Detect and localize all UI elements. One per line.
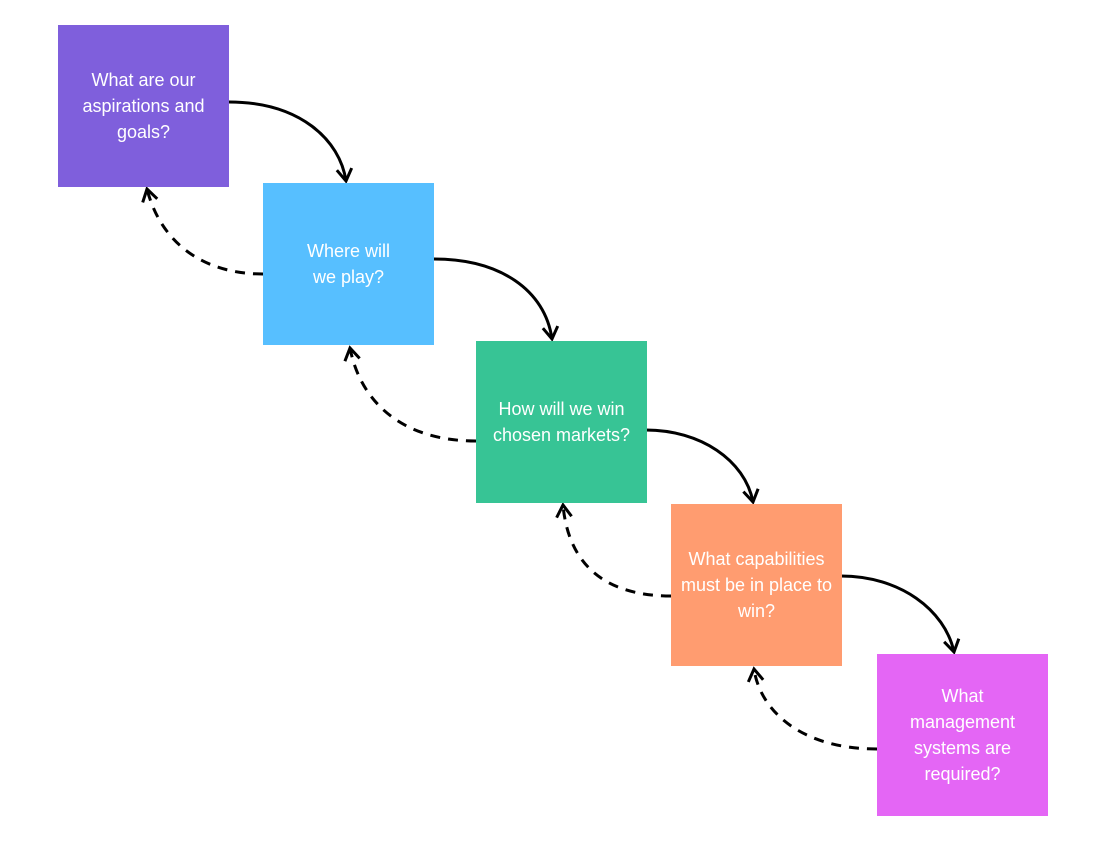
step-box-aspirations: What are our aspirations and goals?	[58, 25, 229, 187]
forward-arrow-3	[645, 428, 760, 505]
step-label: What management systems are required?	[909, 686, 1016, 784]
step-box-how-to-win: How will we win chosen markets?	[476, 341, 647, 503]
forward-arrow-4	[840, 574, 961, 655]
step-label: What are our aspirations and goals?	[82, 70, 205, 142]
forward-arrow-2	[433, 257, 560, 342]
forward-arrow-1	[228, 100, 354, 184]
step-box-management-systems: What management systems are required?	[877, 654, 1048, 816]
step-label: Where will we play?	[306, 241, 390, 287]
feedback-arrow-2	[343, 345, 477, 443]
step-label: What capabilities must be in place to wi…	[680, 549, 833, 621]
feedback-arrow-4	[746, 666, 878, 751]
step-box-where-to-play: Where will we play?	[263, 183, 434, 345]
step-box-capabilities: What capabilities must be in place to wi…	[671, 504, 842, 666]
feedback-arrow-1	[141, 186, 264, 276]
feedback-arrow-3	[555, 502, 672, 598]
step-label: How will we win chosen markets?	[492, 399, 631, 445]
